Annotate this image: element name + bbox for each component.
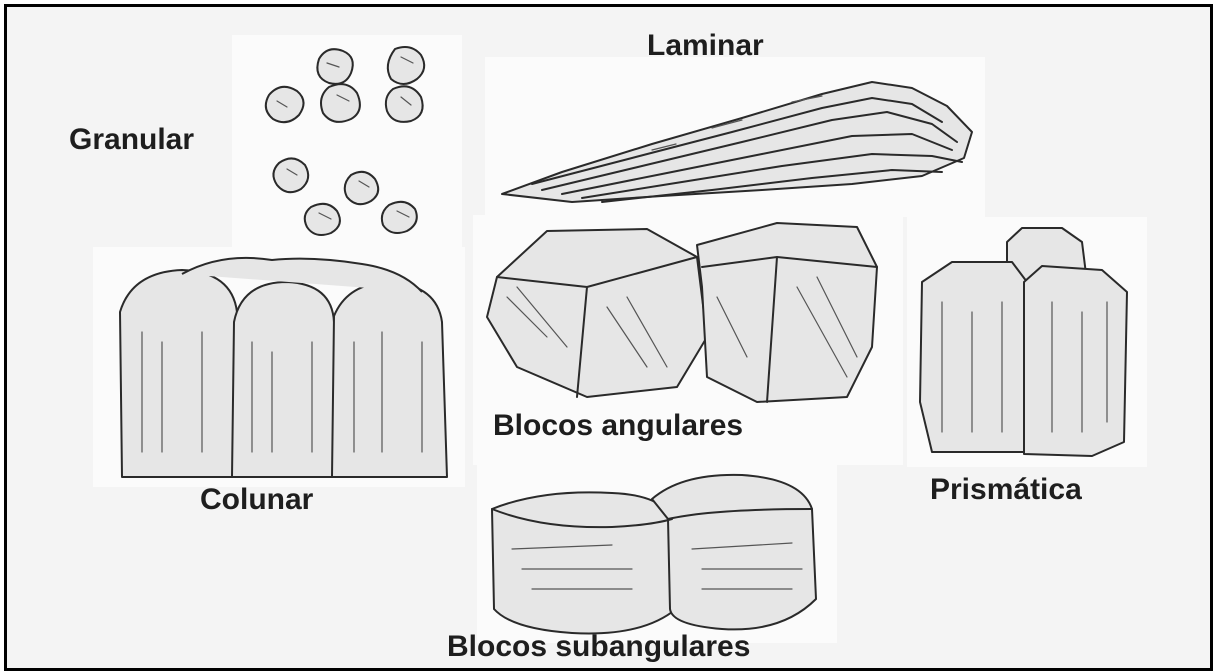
label-blocos-subangulares: Blocos subangulares xyxy=(447,632,750,662)
blocos-subangulares-illustration xyxy=(482,469,832,639)
laminar-illustration xyxy=(492,62,982,212)
colunar-illustration xyxy=(102,252,457,482)
diagram-frame: Granular Laminar Colunar Blocos angulare… xyxy=(4,4,1213,671)
prismatica-illustration xyxy=(912,222,1142,462)
prismatic-prisms xyxy=(920,228,1127,456)
colunar-columns xyxy=(120,258,447,477)
angular-blocks xyxy=(487,223,877,402)
granular-aggregate xyxy=(266,47,424,235)
label-blocos-angulares: Blocos angulares xyxy=(493,411,743,441)
subangular-blocks xyxy=(492,475,816,634)
laminar-layers xyxy=(502,82,972,202)
granular-illustration xyxy=(247,37,457,247)
blocos-angulares-illustration xyxy=(477,217,897,407)
label-granular: Granular xyxy=(69,125,194,155)
label-laminar: Laminar xyxy=(647,31,764,61)
label-colunar: Colunar xyxy=(200,485,313,515)
label-prismatica: Prismática xyxy=(930,475,1082,505)
